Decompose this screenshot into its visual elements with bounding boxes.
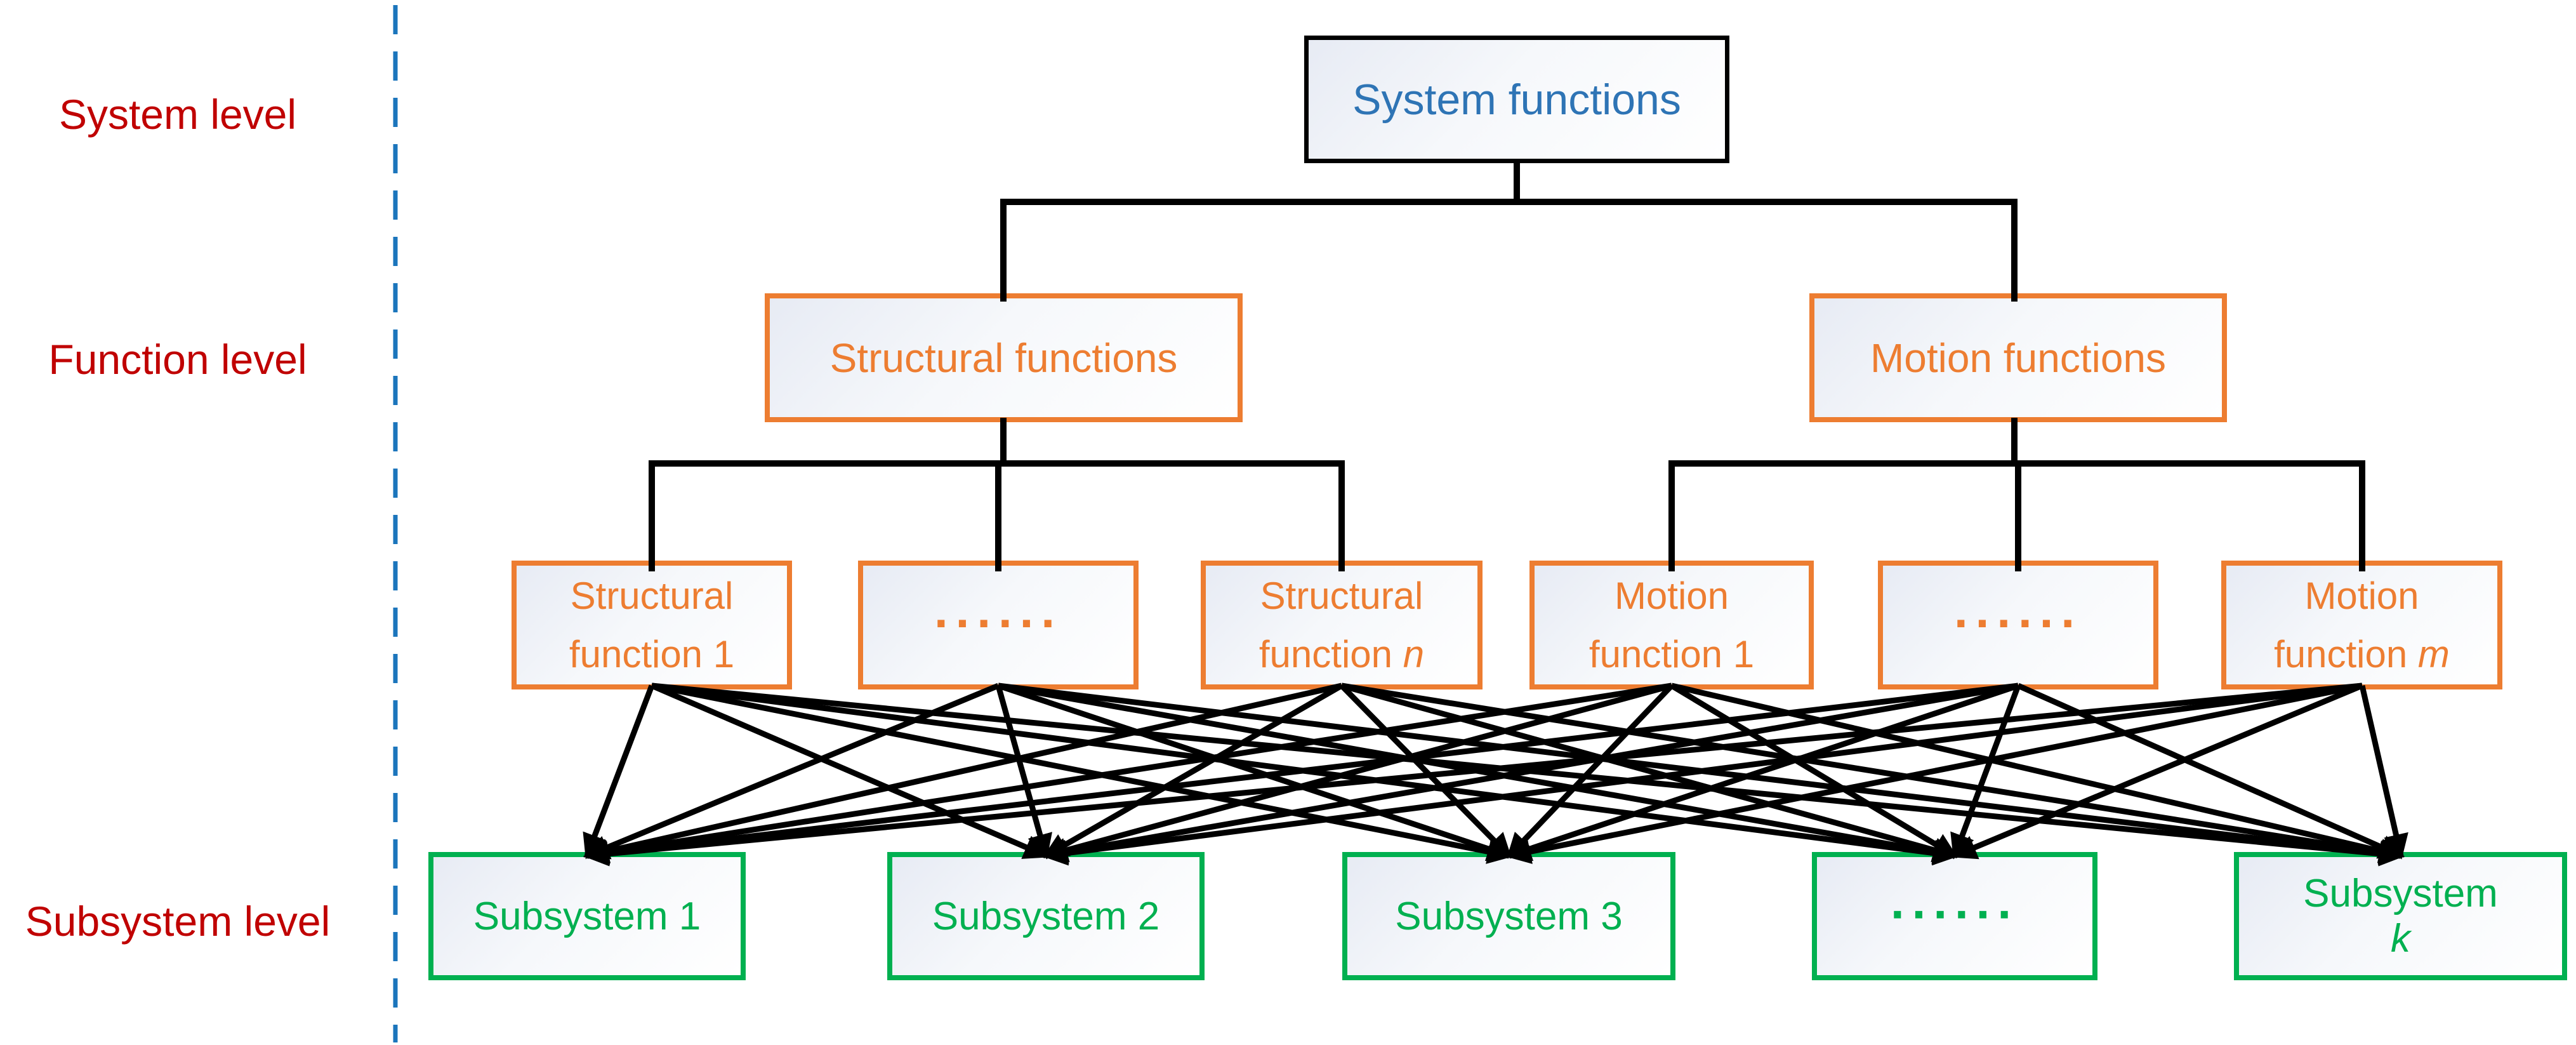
node-structural-function-1: Structural function 1 [512, 561, 792, 689]
node-structural-functions-label: Structural functions [829, 335, 1178, 381]
node-motion-functions: Motion functions [1809, 293, 2227, 422]
subsystem-3-label: Subsystem 3 [1395, 894, 1623, 938]
motion-fnm-line1: Motion [2304, 574, 2419, 617]
subsystem-ellipsis-dots: ...... [1890, 872, 2019, 929]
motion-ellipsis-dots: ...... [1953, 582, 2083, 638]
motion-fnm-line2: function [2274, 632, 2418, 676]
node-motion-ellipsis: ...... [1878, 561, 2158, 689]
node-subsystem-3: Subsystem 3 [1342, 852, 1675, 980]
motion-fn1-line2: function 1 [1589, 632, 1755, 676]
node-subsystem-ellipsis: ...... [1812, 852, 2097, 980]
node-structural-ellipsis: ...... [858, 561, 1139, 689]
structural-ellipsis-dots: ...... [934, 582, 1063, 638]
node-system-functions: System functions [1304, 36, 1729, 163]
structural-fn1-line2: function 1 [569, 632, 735, 676]
subsystem-1-label: Subsystem 1 [473, 894, 701, 938]
node-structural-function-n: Structural function n [1201, 561, 1483, 689]
node-system-functions-label: System functions [1352, 75, 1681, 124]
node-motion-function-1: Motion function 1 [1529, 561, 1814, 689]
node-subsystem-1: Subsystem 1 [428, 852, 746, 980]
label-subsystem-level: Subsystem level [25, 898, 331, 945]
motion-fnm-var: m [2417, 632, 2450, 676]
node-structural-functions: Structural functions [765, 293, 1243, 422]
label-system-level: System level [58, 91, 297, 138]
subsystem-2-label: Subsystem 2 [932, 894, 1160, 938]
structural-fn1-line1: Structural [570, 574, 734, 617]
label-function-level: Function level [48, 336, 307, 383]
structural-fnn-line2: function [1258, 632, 1403, 676]
structural-fnn-line1: Structural [1260, 574, 1423, 617]
function-subsystem-arrows [583, 682, 2408, 867]
node-subsystem-2: Subsystem 2 [887, 852, 1205, 980]
node-motion-function-m: Motion function m [2221, 561, 2502, 689]
subsystem-k-label: Subsystem [2303, 872, 2498, 915]
motion-fn1-line1: Motion [1614, 574, 1729, 617]
node-motion-functions-label: Motion functions [1870, 335, 2167, 381]
node-subsystem-k: Subsystem k [2234, 852, 2567, 980]
structural-fnn-var: n [1403, 632, 1425, 676]
subsystem-k-var: k [2391, 917, 2410, 961]
